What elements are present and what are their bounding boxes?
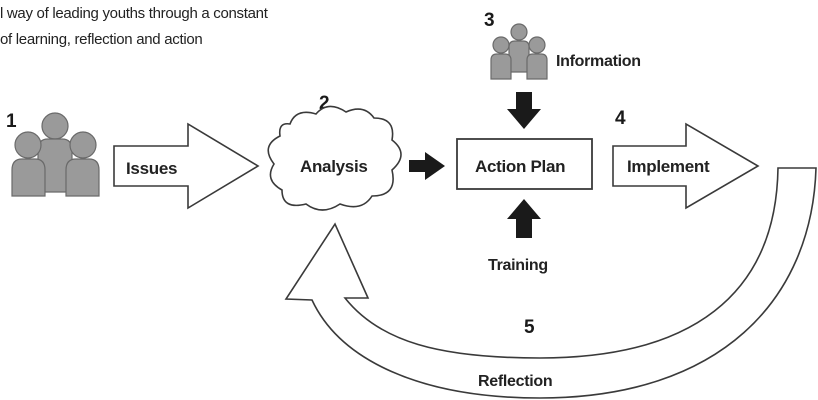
step-3-number: 3 xyxy=(484,10,495,31)
step-5-number: 5 xyxy=(524,317,535,338)
training-label: Training xyxy=(488,257,548,274)
intro-line-1: l way of leading youths through a consta… xyxy=(0,5,269,22)
intro-line-2: of learning, reflection and action xyxy=(0,31,202,48)
solid-arrow-up xyxy=(507,199,541,238)
analysis-cloud xyxy=(267,105,402,211)
action-plan-box xyxy=(456,138,593,190)
information-label: Information xyxy=(556,53,641,70)
step-1-number: 1 xyxy=(6,111,17,132)
implement-arrow xyxy=(612,122,760,210)
step-4-number: 4 xyxy=(615,108,626,129)
analysis-label: Analysis xyxy=(300,157,368,176)
implement-label: Implement xyxy=(627,157,710,176)
information-people-icon xyxy=(490,23,548,80)
issues-label: Issues xyxy=(126,159,177,178)
action-plan-label: Action Plan xyxy=(475,157,565,176)
solid-arrow-right xyxy=(409,152,445,180)
reflection-label: Reflection xyxy=(478,373,552,390)
curved-return-arrow xyxy=(284,167,817,399)
people-group-icon xyxy=(11,112,100,197)
solid-arrow-down xyxy=(507,92,541,129)
issues-arrow xyxy=(113,122,260,210)
step-2-number: 2 xyxy=(319,93,330,114)
